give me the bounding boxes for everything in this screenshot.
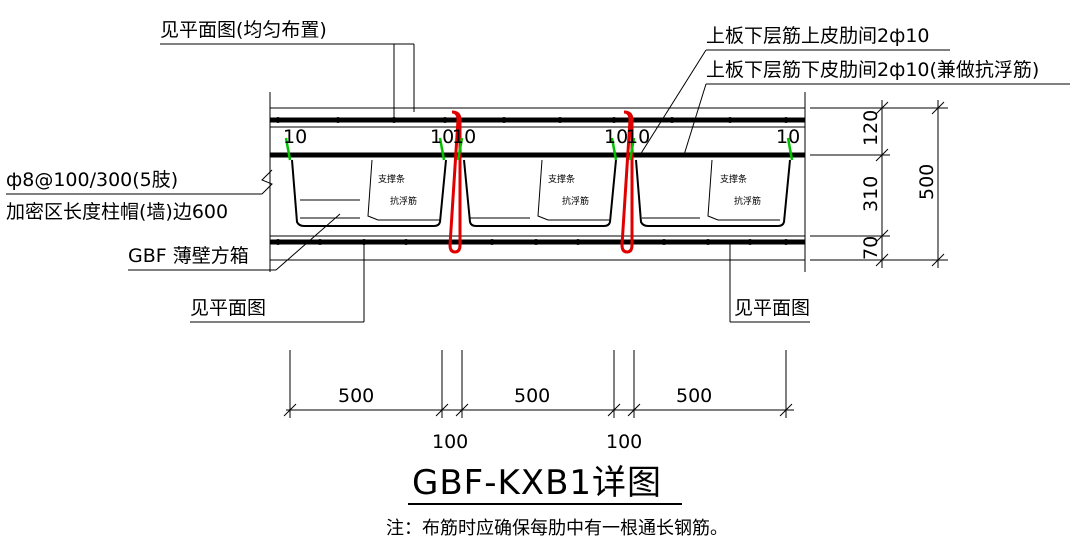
bottom-thickness-dimension: 70 (860, 236, 882, 260)
top-rebar-lower-label: 上板下层筋下皮肋间2ф10(兼做抗浮筋) (706, 59, 1039, 81)
gbf-box-1 (291, 159, 447, 227)
stirrup-label: ф8@100/300(5肢) (6, 169, 178, 191)
rib-rebars (448, 110, 634, 254)
leader-see-plan-bottom: 见平面图 见平面图 (190, 242, 810, 323)
edge-label: 10 (626, 126, 650, 148)
gbf-box-2 (463, 159, 617, 227)
support-strip-label: 支撑条 (720, 173, 747, 185)
leader-see-plan-uniform: 见平面图(均匀布置) (160, 19, 415, 120)
gbf-boxes (291, 159, 791, 227)
drawing-title: GBF-KXB1详图 (412, 463, 662, 503)
box-width-dimension: 500 (676, 385, 712, 407)
top-rebar-upper-label: 上板下层筋上皮肋间2ф10 (706, 25, 930, 47)
edge-label: 10 (776, 126, 800, 148)
edge-label: 10 (430, 126, 454, 148)
anti-float-bar-label: 抗浮筋 (562, 195, 589, 207)
leader-top-rebars: 上板下层筋上皮肋间2ф10 上板下层筋下皮肋间2ф10(兼做抗浮筋) (639, 25, 1070, 156)
title-block: GBF-KXB1详图 注：布筋时应确保每肋中有一根通长钢筋。 (386, 463, 728, 539)
edge-label: 10 (604, 126, 628, 148)
edge-label: 10 (283, 126, 307, 148)
vertical-dimensions: 120 310 70 500 (810, 100, 948, 268)
rib-width-dimension: 100 (606, 431, 642, 453)
horizontal-dimensions: 500 500 500 100 100 (283, 350, 794, 453)
box-width-dimension: 500 (514, 385, 550, 407)
gbf-box-3 (635, 159, 791, 227)
see-plan-uniform-label: 见平面图(均匀布置) (160, 19, 327, 41)
rib-width-dimension: 100 (432, 431, 468, 453)
top-thickness-dimension: 120 (860, 110, 882, 146)
support-strip-label: 支撑条 (548, 173, 575, 185)
see-plan-right-label: 见平面图 (734, 297, 810, 319)
gbf-box-label: GBF 薄壁方箱 (128, 245, 249, 267)
drawing-note: 注：布筋时应确保每肋中有一根通长钢筋。 (386, 518, 728, 539)
box-height-dimension: 310 (860, 176, 882, 212)
tie-hooks (284, 137, 794, 161)
rib-rebar-2 (620, 110, 634, 254)
rib-rebar-1 (448, 110, 462, 254)
total-height-dimension: 500 (916, 164, 938, 200)
see-plan-left-label: 见平面图 (190, 297, 266, 319)
anti-float-bar-label: 抗浮筋 (734, 195, 761, 207)
edge-labels: 10 10 10 10 10 10 (283, 126, 800, 148)
densify-zone-label: 加密区长度柱帽(墙)边600 (6, 201, 228, 223)
internal-labels: 支撑条 抗浮筋 支撑条 抗浮筋 支撑条 抗浮筋 (378, 173, 761, 207)
leader-left-notes: ф8@100/300(5肢) 加密区长度柱帽(墙)边600 GBF 薄壁方箱 (6, 169, 341, 271)
anti-float-bar-label: 抗浮筋 (390, 195, 417, 207)
box-width-dimension: 500 (338, 385, 374, 407)
edge-label: 10 (452, 126, 476, 148)
support-strip-label: 支撑条 (378, 173, 405, 185)
